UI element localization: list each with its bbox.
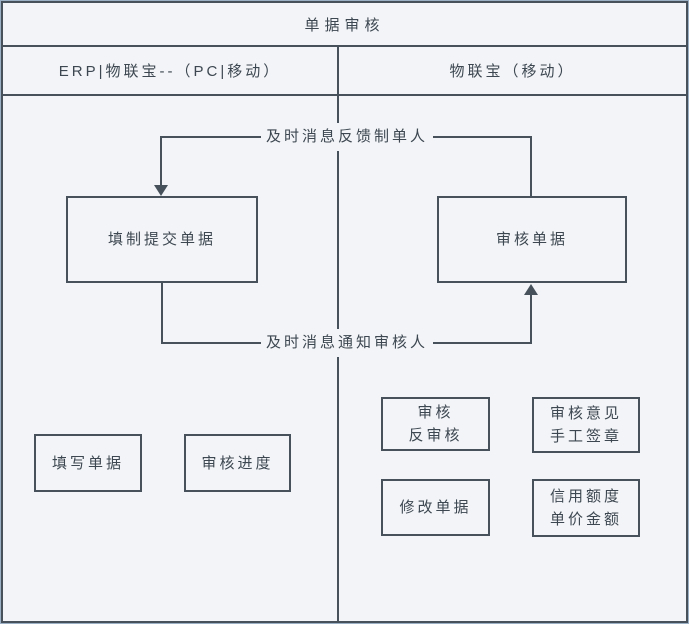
connector-feedback-right-vertical [530, 136, 532, 196]
lane-header-wulianbao-mobile: 物联宝（移动） [449, 63, 576, 80]
diagram-title: 单据审核 [3, 3, 686, 47]
connector-notify-left-vertical [161, 283, 163, 344]
node-review-progress-label: 审核进度 [201, 454, 274, 472]
node-credit-limit-amount: 信用额度 单价金额 [532, 479, 640, 537]
node-fill-submit-document-label: 填制提交单据 [107, 231, 216, 248]
arrow-down-icon [154, 185, 168, 196]
node-review-opinion-signature: 审核意见 手工签章 [532, 397, 640, 453]
node-credit-limit-line1: 信用额度 [549, 488, 622, 505]
node-fill-submit-document: 填制提交单据 [66, 196, 258, 283]
node-review-unreview-line2: 反审核 [408, 427, 463, 444]
lane-header-erp-pc-mobile: ERP|物联宝--（PC|移动） [3, 47, 339, 94]
node-review-opinion-line1: 审核意见 [549, 405, 622, 422]
node-fill-document-label: 填写单据 [51, 454, 124, 472]
lane-divider [337, 96, 339, 621]
node-modify-document-label: 修改单据 [399, 499, 472, 516]
node-review-unreview: 审核 反审核 [381, 397, 490, 451]
connector-notify-right-vertical [530, 294, 532, 344]
flow-label-notify-reviewer: 及时消息通知审核人 [261, 329, 433, 357]
lane-header-row: ERP|物联宝--（PC|移动） 物联宝（移动） [3, 47, 686, 96]
node-review-document-label: 审核单据 [495, 231, 568, 248]
flow-label-feedback-to-creator: 及时消息反馈制单人 [261, 123, 433, 151]
connector-feedback-left-vertical [160, 136, 162, 186]
node-review-progress: 审核进度 [184, 434, 291, 492]
node-review-opinion-line2: 手工签章 [549, 428, 622, 445]
node-review-document: 审核单据 [437, 196, 627, 283]
arrow-up-icon [524, 284, 538, 295]
node-fill-document: 填写单据 [34, 434, 142, 492]
node-review-unreview-line1: 审核 [417, 404, 454, 421]
node-modify-document: 修改单据 [381, 479, 490, 536]
node-credit-limit-line2: 单价金额 [549, 511, 622, 528]
diagram-body: 及时消息反馈制单人 填制提交单据 审核单据 及时消息通知审核人 填写单据 审核进… [3, 96, 686, 621]
